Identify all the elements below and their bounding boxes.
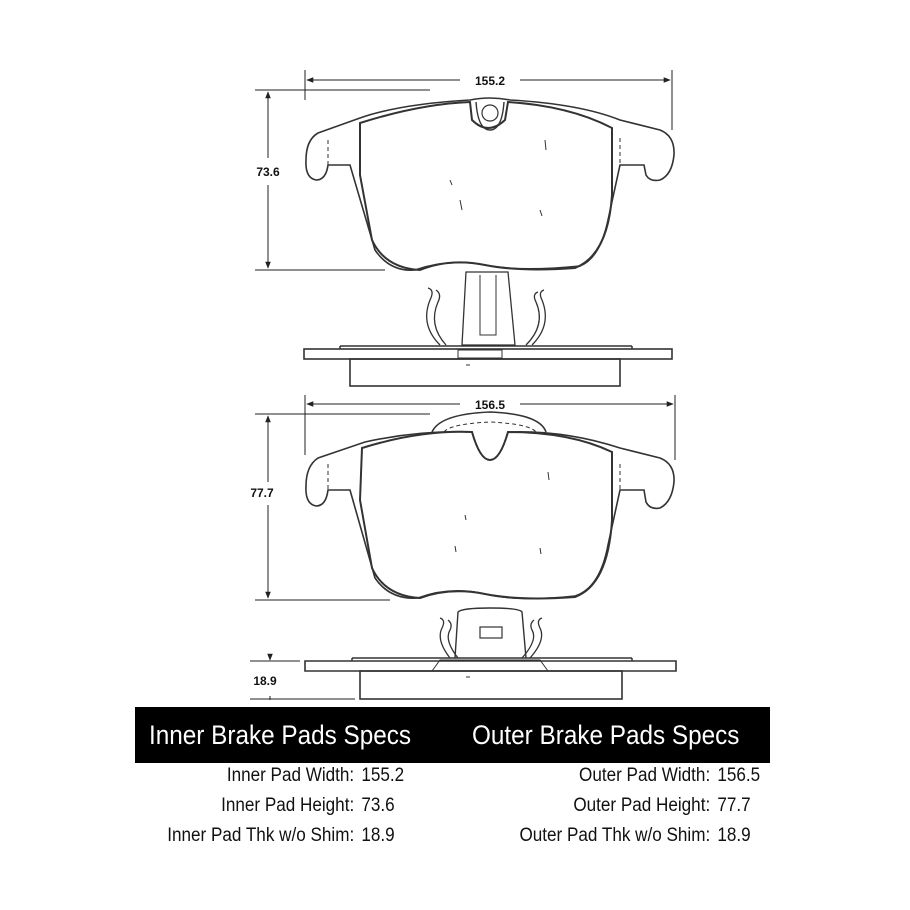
outer-pad-front-view	[305, 411, 675, 600]
inner-width-label: 155.2	[475, 74, 505, 88]
inner-height-dimension	[255, 89, 430, 271]
spec-label: Inner Pad Width:	[226, 765, 355, 786]
outer-height-spec: Outer Pad Height: 77.7	[460, 795, 751, 821]
spec-value: 18.9	[717, 825, 751, 846]
inner-height-spec: Inner Pad Height: 73.6	[140, 795, 395, 821]
spec-label: Inner Pad Thk w/o Shim:	[167, 825, 355, 846]
spec-value: 155.2	[361, 765, 405, 786]
outer-width-dimension	[304, 395, 676, 460]
spec-value: 18.9	[361, 825, 395, 846]
spec-value: 77.7	[717, 795, 751, 816]
inner-width-dimension	[304, 70, 673, 130]
outer-thickness-spec: Outer Pad Thk w/o Shim: 18.9	[460, 825, 751, 851]
outer-specs-title: Outer Brake Pads Specs	[472, 719, 740, 750]
brake-pad-drawing: 155.2 73.6	[250, 70, 677, 700]
spec-label: Outer Pad Height:	[573, 795, 711, 816]
inner-specs-title: Inner Brake Pads Specs	[149, 719, 412, 750]
thickness-label: 18.9	[253, 674, 277, 688]
outer-pad-side-view	[304, 607, 677, 700]
inner-height-label: 73.6	[256, 165, 280, 179]
outer-width-label: 156.5	[475, 398, 505, 412]
inner-width-spec: Inner Pad Width: 155.2	[140, 765, 404, 791]
outer-height-label: 77.7	[250, 486, 274, 500]
inner-thickness-spec: Inner Pad Thk w/o Shim: 18.9	[140, 825, 395, 851]
outer-height-dimension	[255, 413, 430, 601]
spec-label: Outer Pad Width:	[579, 765, 711, 786]
spec-value: 73.6	[361, 795, 395, 816]
thickness-dimension	[250, 653, 355, 700]
spec-label: Inner Pad Height:	[221, 795, 355, 816]
inner-pad-front-view	[305, 97, 675, 272]
spec-value: 156.5	[717, 765, 761, 786]
specs-header-bar: Inner Brake Pads Specs Outer Brake Pads …	[135, 707, 770, 763]
outer-width-spec: Outer Pad Width: 156.5	[460, 765, 760, 791]
spec-label: Outer Pad Thk w/o Shim:	[519, 825, 711, 846]
inner-pad-side-view	[303, 271, 673, 387]
